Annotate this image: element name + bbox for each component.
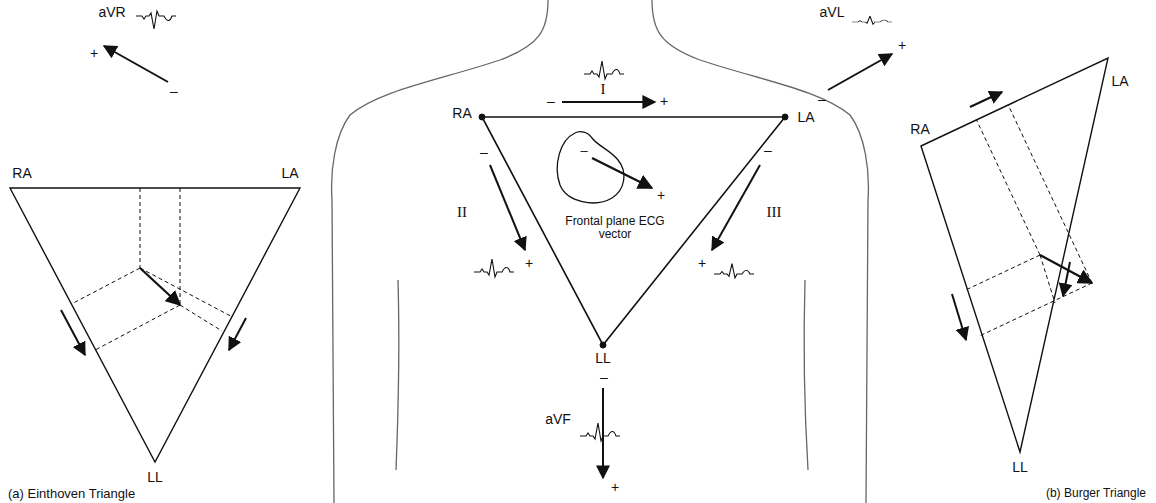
triangle-outline — [921, 58, 1108, 452]
electrode-label: LA — [1111, 74, 1128, 89]
polarity-sign: + — [660, 94, 668, 109]
polarity-sign: – — [600, 370, 608, 385]
polarity-sign: – — [580, 144, 587, 158]
electrode-label: LL — [1012, 460, 1028, 475]
avl-arrow — [828, 54, 892, 90]
lead-name: I — [601, 81, 606, 98]
lead-ii-projection — [952, 294, 966, 340]
electrode-label: LA — [281, 166, 298, 181]
lead-iii-projection — [229, 318, 246, 350]
lead-i-projection — [970, 92, 1002, 107]
triangle-outline — [10, 188, 300, 462]
lead-name: II — [457, 204, 467, 221]
lead-name: aVL — [820, 5, 845, 20]
triangle-outline — [482, 117, 785, 345]
polarity-sign: – — [480, 145, 488, 160]
lead-ii-projection — [61, 310, 85, 355]
polarity-sign: – — [818, 92, 826, 107]
lead-iii-arrow — [712, 165, 760, 250]
heart-vector — [140, 268, 180, 305]
lead-iii-projection — [1063, 262, 1070, 296]
polarity-sign: + — [525, 256, 533, 271]
electrode-dot — [782, 114, 788, 120]
polarity-sign: + — [611, 480, 619, 495]
electrode-dot — [600, 342, 606, 348]
electrode-label: LL — [147, 470, 163, 485]
frontal-vector — [592, 158, 652, 188]
polarity-sign: + — [898, 38, 906, 53]
figure-caption: (b) Burger Triangle — [1046, 487, 1146, 500]
figure-caption: (a) Einthoven Triangle — [8, 487, 135, 501]
heart-outline — [557, 132, 624, 203]
vector-label: Frontal plane ECG vector — [565, 215, 665, 241]
lead-ii-arrow — [490, 165, 525, 250]
burger-triangle — [921, 58, 1108, 452]
lead-name: III — [767, 204, 782, 221]
electrode-label: LL — [595, 351, 611, 366]
polarity-sign: + — [90, 46, 98, 61]
avf-arrow — [602, 388, 604, 478]
lead-name: aVF — [545, 412, 571, 427]
polarity-sign: + — [657, 188, 665, 203]
electrode-label: RA — [910, 122, 929, 137]
electrode-label: RA — [12, 166, 31, 181]
polarity-sign: – — [170, 84, 178, 99]
avr-arrow — [104, 46, 168, 82]
projection-lines — [966, 105, 1092, 336]
projection-lines — [72, 188, 232, 350]
polarity-sign: + — [698, 256, 706, 271]
lead-i-arrow — [562, 101, 655, 103]
electrode-label: LA — [797, 110, 814, 125]
polarity-sign: – — [764, 143, 772, 158]
electrode-label: RA — [452, 106, 471, 121]
lead-name: aVR — [98, 5, 125, 20]
polarity-sign: – — [547, 94, 555, 109]
electrode-dot — [479, 114, 485, 120]
torso-outline — [332, 0, 869, 503]
einthoven-triangle — [10, 188, 300, 462]
lead-triangle — [104, 46, 892, 478]
ecg-waveforms — [136, 11, 892, 441]
